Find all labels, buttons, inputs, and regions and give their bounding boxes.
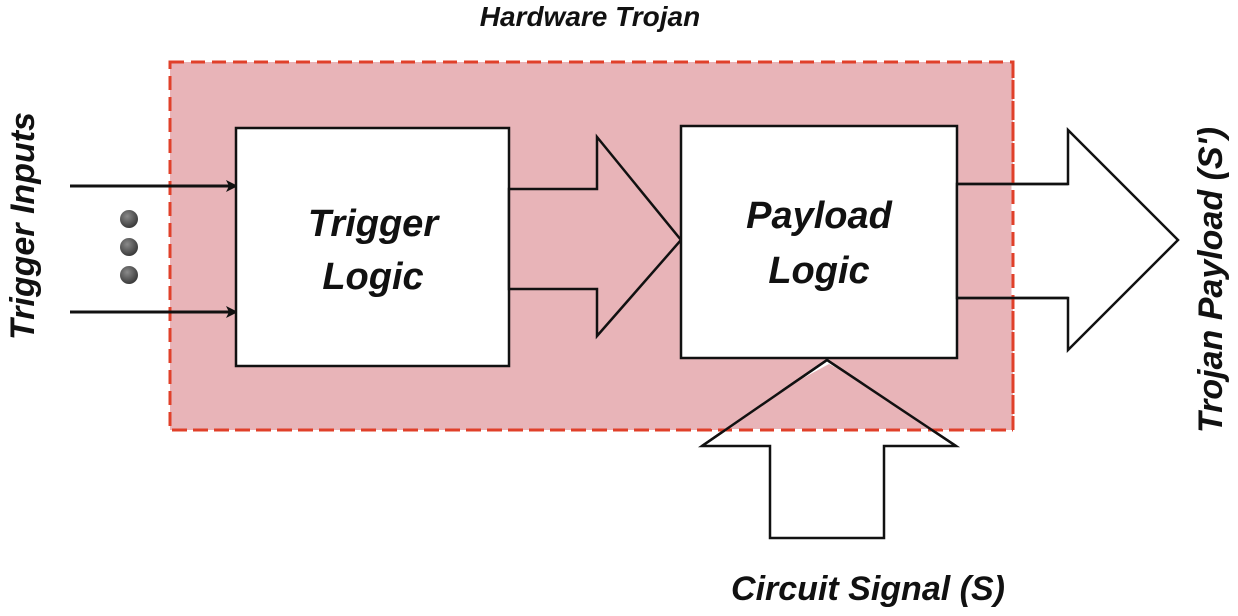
diagram-title: Hardware Trojan [480,1,700,32]
payload-logic-line2: Logic [768,250,869,292]
payload-output-arrow-tint [958,185,1012,297]
circuit-signal-arrow-tint [710,364,948,429]
trigger-logic-line1: Trigger [308,203,440,245]
trigger-logic-block: Trigger Logic [234,126,511,368]
trigger-to-payload-arrow [507,133,683,340]
circuit-signal-label: Circuit Signal (S) [731,570,1005,608]
trojan-payload-label: Trojan Payload (S') [1192,127,1230,433]
payload-logic-line1: Payload [746,195,893,237]
trigger-logic-line2: Logic [322,256,423,298]
ellipsis-dots [120,210,138,284]
payload-logic-block: Payload Logic [679,124,959,360]
trigger-inputs-label: Trigger Inputs [4,112,42,340]
